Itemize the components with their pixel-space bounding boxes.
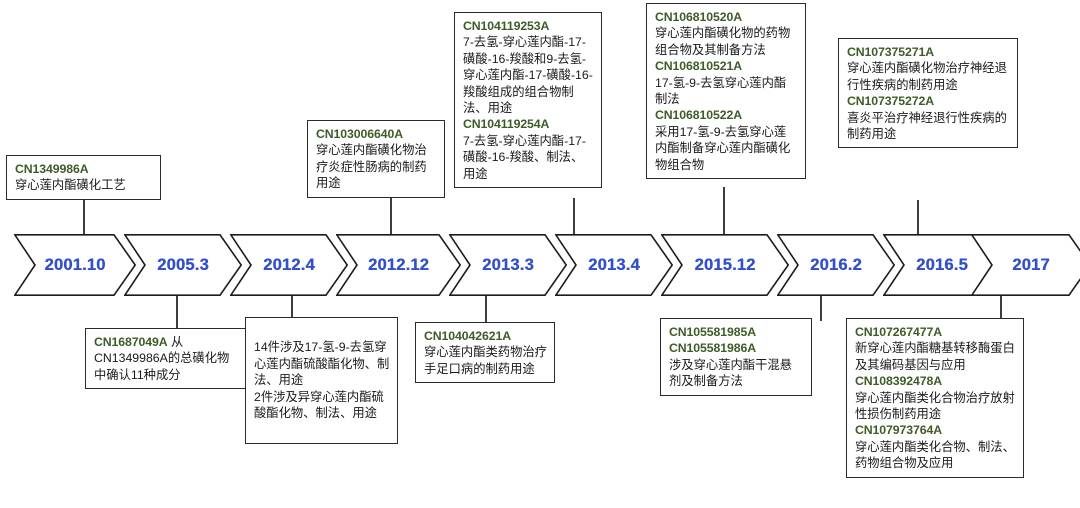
- patent-entry: CN108392478A 穿心莲内酯类化合物治疗放射性损伤制药用途: [855, 373, 1016, 422]
- timeline-milestone-2005-3[interactable]: 2005.3: [124, 234, 242, 296]
- patent-id: CN106810520A: [655, 10, 742, 24]
- patent-desc: 7-去氢-穿心莲内酯-17- 磺酸-16-羧酸、制法、用途: [463, 133, 586, 181]
- patent-desc: 采用17-氢-9-去氢穿心莲内酯制备穿心莲内酯磺化物组合物: [655, 124, 791, 172]
- patent-desc: 喜炎平治疗神经退行性疾病的制药用途: [847, 110, 1007, 142]
- patent-desc: 7-去氢-穿心莲内酯-17-磺酸-16-羧酸和9-去氢-穿心莲内酯-17-磺酸-…: [463, 35, 593, 116]
- patent-entry: CN106810520A 穿心莲内酯磺化物的药物组合物及其制备方法: [655, 9, 798, 58]
- patent-entry: CN107267477A 新穿心莲内酯糖基转移酶蛋白及其编码基因与应用: [855, 324, 1016, 373]
- milestone-label: 2017: [1012, 255, 1050, 274]
- timeline-milestone-2001-10[interactable]: 2001.10: [14, 234, 136, 296]
- timeline-milestone-2016-2[interactable]: 2016.2: [777, 234, 895, 296]
- chevron-shape: [449, 234, 567, 296]
- connector-2001-10: [83, 188, 85, 236]
- patent-desc: 新穿心莲内酯糖基转移酶蛋白及其编码基因与应用: [855, 341, 1015, 372]
- patent-id: CN1349986A: [15, 162, 89, 176]
- milestone-label: 2016.5: [916, 255, 968, 274]
- timeline-milestone-2013-4[interactable]: 2013.4: [555, 234, 673, 296]
- patent-id: CN104042621A: [424, 329, 511, 343]
- chevron-shape: [971, 234, 1080, 296]
- patent-desc: 穿心莲内酯类化合物、制法、药物组合物及应用: [855, 439, 1015, 471]
- patent-box-2001-10: CN1349986A 穿心莲内酯磺化工艺: [6, 155, 161, 200]
- patent-box-2015-12: CN106810520A 穿心莲内酯磺化物的药物组合物及其制备方法 CN1068…: [646, 3, 806, 180]
- patent-id: CN107375271A: [847, 45, 934, 59]
- patent-desc: 穿心莲内酯类药物治疗手足口病的制药用途: [424, 345, 547, 376]
- milestone-label: 2012.12: [367, 255, 430, 274]
- patent-entry: CN105581986A 涉及穿心莲内酯干混悬剂及制备方法: [669, 340, 804, 389]
- patent-box-2012-12: CN103006640A 穿心莲内酯磺化物治疗炎症性肠病的制药用途: [307, 120, 445, 198]
- patent-desc: 穿心莲内酯磺化物的药物组合物及其制备方法: [655, 26, 791, 57]
- connector-2012-12: [390, 196, 392, 236]
- milestone-label: 2013.4: [588, 255, 640, 274]
- chevron-shape: [661, 234, 789, 296]
- patent-desc: 14件涉及17-氢-9-去氢穿心莲内酯硫酸酯化物、制法、用途 2件涉及异穿心莲内…: [254, 340, 390, 421]
- patent-box-2017: CN107267477A 新穿心莲内酯糖基转移酶蛋白及其编码基因与应用 CN10…: [846, 318, 1024, 478]
- patent-entry: CN104119254A 7-去氢-穿心莲内酯-17- 磺酸-16-羧酸、制法、…: [463, 116, 594, 182]
- connector-2013-4: [573, 198, 575, 236]
- connector-2016-5: [917, 200, 919, 236]
- patent-desc: 穿心莲内酯磺化工艺: [15, 178, 126, 193]
- patent-box-2013-3: CN104042621A 穿心莲内酯类药物治疗手足口病的制药用途: [415, 322, 555, 384]
- connector-2005-3: [176, 293, 178, 330]
- patent-id: CN108392478A: [855, 374, 942, 389]
- connector-2016-2: [820, 293, 822, 321]
- timeline-axis: 2001.10 2005.3 2012.4 2012.12 2013.3 2013.4 20…: [0, 234, 1080, 296]
- timeline-milestone-2012-12[interactable]: 2012.12: [336, 234, 461, 296]
- chevron-shape: [230, 234, 348, 296]
- connector-2012-4: [291, 293, 293, 317]
- patent-id: CN107375272A: [847, 94, 934, 109]
- patent-desc: 穿心莲内酯类化合物治疗放射性损伤制药用途: [855, 390, 1015, 422]
- patent-id: CN104119253A: [463, 19, 550, 33]
- patent-id: CN105581986A: [669, 341, 756, 356]
- patent-id: CN106810521A: [655, 59, 742, 74]
- patent-entry: CN107375271A 穿心莲内酯磺化物治疗神经退行性疾病的制药用途: [847, 44, 1010, 93]
- patent-entry: CN107375272A 喜炎平治疗神经退行性疾病的制药用途: [847, 93, 1010, 142]
- patent-entry: CN104119253A 7-去氢-穿心莲内酯-17-磺酸-16-羧酸和9-去氢…: [463, 18, 594, 116]
- patent-box-2016-5: CN107375271A 穿心莲内酯磺化物治疗神经退行性疾病的制药用途 CN10…: [838, 38, 1018, 149]
- timeline-milestone-2012-4[interactable]: 2012.4: [230, 234, 348, 296]
- patent-entry: CN106810521A 17-氢-9-去氢穿心莲内酯制法: [655, 58, 798, 107]
- patent-entry: CN1349986A 穿心莲内酯磺化工艺: [15, 161, 153, 194]
- chevron-shape: [124, 234, 242, 296]
- chevron-shape: [14, 234, 136, 296]
- patent-entry: CN1687049A 从 CN1349986A的总磺化物中确认11种成分: [94, 334, 239, 383]
- chevron-shape: [777, 234, 895, 296]
- chevron-shape: [555, 234, 673, 296]
- patent-id: CN104119254A: [463, 117, 550, 132]
- milestone-label: 2015.12: [694, 255, 756, 274]
- patent-entry: CN103006640A 穿心莲内酯磺化物治疗炎症性肠病的制药用途: [316, 126, 437, 192]
- patent-entry: CN104042621A 穿心莲内酯类药物治疗手足口病的制药用途: [424, 328, 547, 377]
- chevron-shape: [336, 234, 461, 296]
- patent-desc: 穿心莲内酯磺化物治疗神经退行性疾病的制药用途: [847, 61, 1007, 92]
- timeline-milestone-2013-3[interactable]: 2013.3: [449, 234, 567, 296]
- patent-id: CN106810522A: [655, 108, 742, 123]
- patent-id: CN103006640A: [316, 127, 403, 141]
- milestone-label: 2001.10: [44, 255, 106, 274]
- patent-desc: 从 CN1349986A的总磺化物中确认11种成分: [94, 335, 230, 382]
- patent-box-2013-4: CN104119253A 7-去氢-穿心莲内酯-17-磺酸-16-羧酸和9-去氢…: [454, 12, 602, 189]
- patent-box-2005-3: CN1687049A 从 CN1349986A的总磺化物中确认11种成分: [85, 328, 247, 390]
- connector-2013-3: [485, 293, 487, 325]
- connector-2017: [1000, 293, 1002, 321]
- patent-id: CN105581985A: [669, 325, 756, 339]
- patent-id: CN107973764A: [855, 423, 942, 438]
- milestone-label: 2005.3: [157, 255, 209, 274]
- milestone-label: 2013.3: [482, 255, 534, 274]
- patent-id: CN107267477A: [855, 325, 942, 339]
- patent-box-2012-4: 14件涉及17-氢-9-去氢穿心莲内酯硫酸酯化物、制法、用途 2件涉及异穿心莲内…: [245, 317, 398, 444]
- patent-box-2016-2: CN105581985A CN105581986A 涉及穿心莲内酯干混悬剂及制备…: [660, 318, 812, 396]
- patent-desc: 17-氢-9-去氢穿心莲内酯制法: [655, 75, 787, 107]
- connector-2015-12: [723, 187, 725, 236]
- milestone-label: 2016.2: [810, 255, 862, 274]
- timeline-milestone-2015-12[interactable]: 2015.12: [661, 234, 789, 296]
- patent-desc: 穿心莲内酯磺化物治疗炎症性肠病的制药用途: [316, 143, 427, 191]
- patent-entry: CN106810522A 采用17-氢-9-去氢穿心莲内酯制备穿心莲内酯磺化物组…: [655, 107, 798, 173]
- timeline-milestone-2017[interactable]: 2017: [971, 234, 1080, 296]
- patent-entry: CN107973764A 穿心莲内酯类化合物、制法、药物组合物及应用: [855, 422, 1016, 471]
- patent-desc: 涉及穿心莲内酯干混悬剂及制备方法: [669, 357, 792, 389]
- patent-id: CN1687049A: [94, 335, 168, 349]
- milestone-label: 2012.4: [263, 255, 315, 274]
